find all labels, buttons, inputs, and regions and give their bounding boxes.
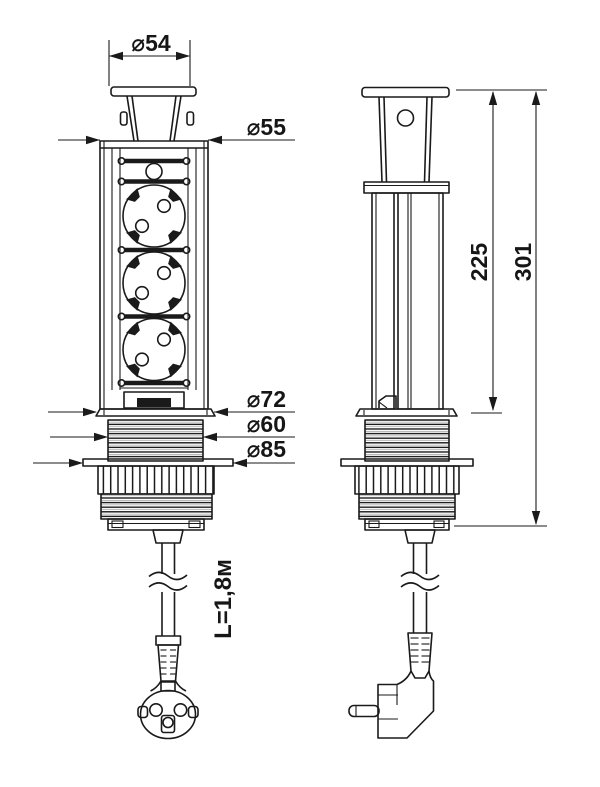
cable-outlet — [137, 398, 171, 407]
cable-break-symbol — [148, 571, 188, 591]
knurled-nut-side — [354, 465, 460, 495]
dim-flange-diameter: ⌀72 — [48, 386, 295, 417]
dim-nut-diameter: ⌀85 — [33, 436, 295, 468]
dim-label-301: 301 — [510, 243, 536, 282]
cap-side — [361, 86, 450, 194]
plug-earth-contact — [162, 716, 174, 729]
dimensions: ⌀54 ⌀55 ⌀72 ⌀60 ⌀85 — [33, 30, 547, 639]
dim-head-diameter: ⌀55 — [58, 114, 295, 145]
dim-label-225: 225 — [466, 243, 492, 282]
plug-pin-hole-left — [149, 702, 164, 717]
dim-label-54: ⌀54 — [131, 30, 171, 56]
cap-hole — [396, 109, 415, 127]
thread-lower-front — [100, 493, 213, 520]
dim-retracted-height: 225 — [456, 89, 547, 414]
cable-front — [148, 543, 188, 636]
cable-gland-side — [404, 529, 436, 544]
plug-face — [139, 689, 197, 740]
dim-cap-diameter: ⌀54 — [108, 30, 191, 86]
base-cap-front — [107, 518, 205, 544]
cap-front — [110, 86, 197, 142]
plug-pin-hole-right — [173, 702, 188, 717]
dim-label-85: ⌀85 — [247, 436, 287, 462]
plug-front — [137, 635, 199, 740]
latch-detail — [378, 395, 397, 408]
plug-notch-left — [137, 705, 149, 719]
socket-column-front — [99, 140, 209, 410]
mounting-flange-side — [355, 408, 458, 417]
thread-lower-side — [358, 493, 456, 520]
dim-label-60: ⌀60 — [247, 411, 286, 437]
knurled-nut-front — [97, 465, 215, 495]
plug-notch-right — [187, 705, 199, 719]
dim-label-72: ⌀72 — [247, 386, 286, 412]
strain-relief-ribs-front — [160, 649, 176, 675]
mounting-flange-front — [95, 408, 216, 417]
cap-clip-right — [186, 111, 195, 126]
dim-label-55: ⌀55 — [247, 114, 287, 140]
plug-body — [377, 670, 435, 739]
base-cap-side — [364, 518, 450, 544]
cable-side — [400, 543, 440, 633]
dim-overall-height: 301 — [454, 91, 547, 527]
plug-pin — [348, 704, 380, 718]
column-side — [371, 192, 444, 410]
socket-2 — [122, 251, 186, 315]
thread-upper-front — [107, 419, 204, 462]
indicator-light — [145, 162, 163, 181]
cable-break-symbol — [400, 571, 440, 591]
thread-upper-side — [364, 419, 450, 462]
front-view — [82, 86, 234, 740]
strain-relief-ribs-side — [410, 637, 430, 663]
dim-thread-diameter: ⌀60 — [50, 411, 295, 442]
plug-side — [348, 632, 435, 739]
cable-gland-front — [152, 529, 184, 544]
dim-label-cable-length: L=1,8м — [210, 559, 237, 639]
socket-1 — [122, 184, 186, 248]
socket-3 — [122, 317, 186, 382]
side-view — [340, 86, 474, 739]
cap-clip-left — [119, 111, 128, 126]
